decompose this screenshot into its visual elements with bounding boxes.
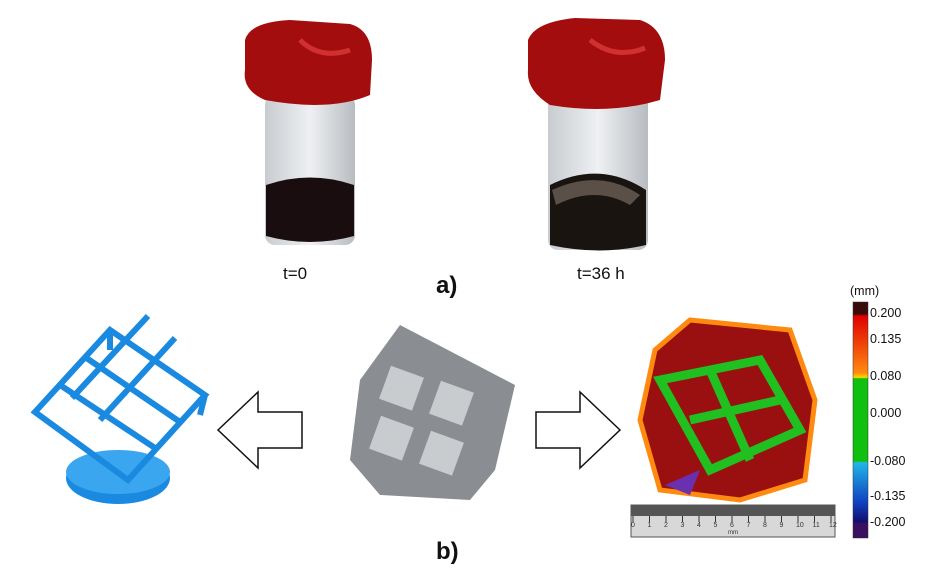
ruler-tick-label: 8 xyxy=(763,522,767,529)
ruler-tick-label: 7 xyxy=(746,522,751,529)
ruler-tick-label: 11 xyxy=(812,522,820,529)
ruler-tick-label: 4 xyxy=(697,522,701,529)
ruler-tick-label: 1 xyxy=(647,522,652,529)
colorbar-tick-label: 0.080 xyxy=(870,369,902,383)
ruler-unit: mm xyxy=(728,530,738,536)
ruler-tick-label: 2 xyxy=(664,522,668,529)
deviation-map-model xyxy=(637,317,818,503)
vial-t0 xyxy=(244,20,372,245)
vial-t36h xyxy=(527,18,665,251)
panel-label-a: a) xyxy=(436,272,458,299)
ruler-tick-label: 10 xyxy=(796,522,804,529)
colorbar-unit: (mm) xyxy=(850,284,880,298)
colorbar-tick-label: -0.080 xyxy=(870,454,906,468)
ruler-tick-label: 9 xyxy=(779,522,784,529)
colorbar-tick-label: 0.200 xyxy=(870,306,902,320)
right-arrow-icon xyxy=(535,390,622,470)
colorbar-tick-label: -0.200 xyxy=(870,515,906,529)
ruler-tick-label: 5 xyxy=(713,522,718,529)
caption-t0: t=0 xyxy=(283,264,308,283)
colorbar-tick-label: 0.135 xyxy=(870,332,902,346)
printed-part-photo xyxy=(350,325,515,500)
cad-model-cube xyxy=(30,313,210,504)
colorbar xyxy=(852,301,869,539)
panel-label-b: b) xyxy=(436,538,459,565)
colorbar-tick-label: 0.000 xyxy=(870,406,902,420)
left-arrow-icon xyxy=(216,390,303,470)
ruler-tick-label: 0 xyxy=(631,522,635,529)
ruler-tick-label: 6 xyxy=(730,522,734,529)
ruler-tick-label: 12 xyxy=(829,522,837,529)
caption-t36h: t=36 h xyxy=(577,264,625,283)
scale-ruler xyxy=(630,504,836,538)
colorbar-tick-label: -0.135 xyxy=(870,489,906,503)
ruler-tick-label: 3 xyxy=(680,522,685,529)
